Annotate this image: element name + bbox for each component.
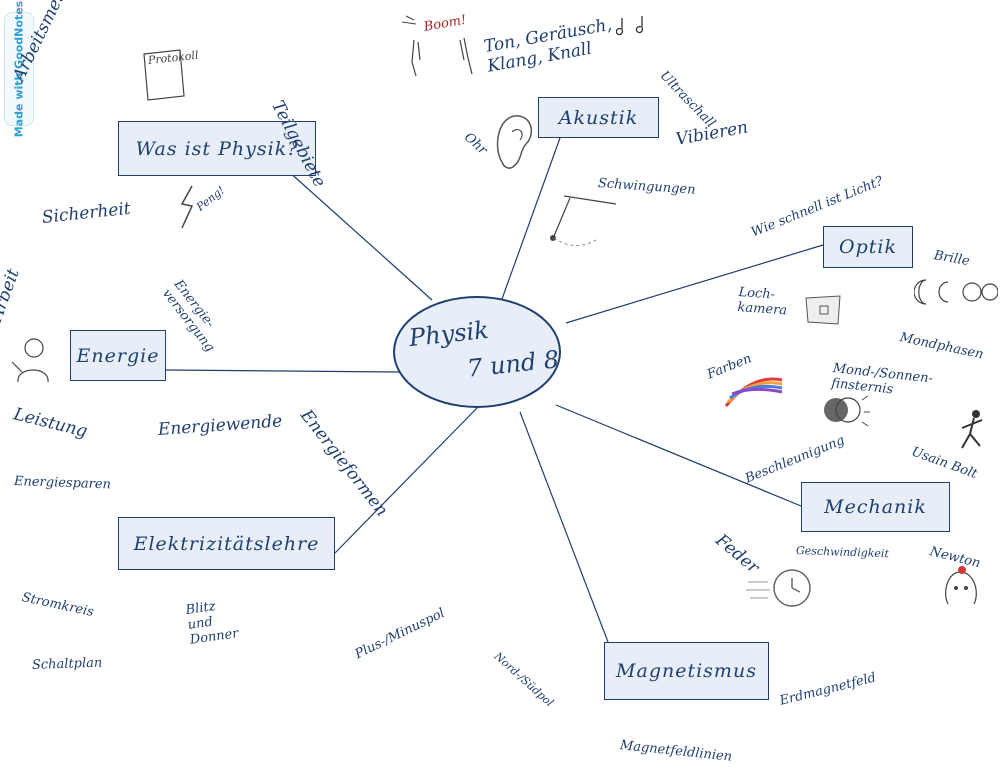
- note-blitz-donner: Blitz und Donner: [184, 599, 240, 648]
- lightning-icon: [180, 185, 194, 229]
- worker-icon: [11, 338, 49, 383]
- connector-akustik: [501, 137, 561, 300]
- connector-was-ist-physik: [286, 169, 433, 301]
- topic-energie[interactable]: Energie: [70, 330, 166, 381]
- center-title-line2: 7 und 8: [465, 345, 561, 383]
- goodnotes-badge: Made with GoodNotes: [4, 1, 34, 137]
- topic-optik[interactable]: Optik: [823, 226, 913, 268]
- connector-magnetismus: [519, 411, 609, 643]
- connector-energie: [165, 369, 401, 373]
- topic-optik-label: Optik: [839, 236, 897, 258]
- topic-magnetismus[interactable]: Magnetismus: [604, 642, 769, 700]
- center-node-physik[interactable]: Physik 7 und 8: [393, 296, 561, 408]
- boom-gesture-icon: [401, 15, 473, 77]
- topic-elektrizitaetslehre[interactable]: Elektrizitätslehre: [118, 517, 335, 570]
- ear-icon: [496, 115, 533, 169]
- topic-was-ist-physik-label: Was ist Physik?: [135, 137, 299, 160]
- connector-mechanik: [555, 404, 802, 507]
- topic-elektrizitaetslehre-label: Elektrizitätslehre: [133, 532, 320, 555]
- pendulum-icon: [550, 195, 617, 246]
- topic-mechanik-label: Mechanik: [824, 496, 927, 518]
- runner-icon: [961, 410, 983, 449]
- eclipse-icon: [824, 395, 870, 427]
- protokoll-sheet-icon: [143, 49, 185, 101]
- topic-magnetismus-label: Magnetismus: [616, 660, 757, 682]
- topic-was-ist-physik[interactable]: Was ist Physik?: [118, 121, 316, 176]
- rainbow-icon: [724, 377, 783, 407]
- lochkamera-icon: [805, 295, 841, 325]
- topic-mechanik[interactable]: Mechanik: [801, 482, 950, 532]
- newton-portrait-icon: [945, 566, 977, 605]
- note-lochkamera: Loch- kamera: [737, 285, 788, 319]
- center-title-line1: Physik: [407, 315, 490, 353]
- note-schaltplan: Schaltplan: [31, 655, 103, 673]
- topic-akustik[interactable]: Akustik: [538, 97, 659, 138]
- moon-phases-icon: [914, 279, 998, 305]
- music-notes-icon: [616, 16, 644, 36]
- topic-akustik-label: Akustik: [558, 106, 639, 129]
- topic-energie-label: Energie: [76, 344, 160, 367]
- connector-elektrizitaet: [334, 406, 479, 554]
- connector-optik: [565, 244, 824, 324]
- stopwatch-icon: [746, 569, 811, 607]
